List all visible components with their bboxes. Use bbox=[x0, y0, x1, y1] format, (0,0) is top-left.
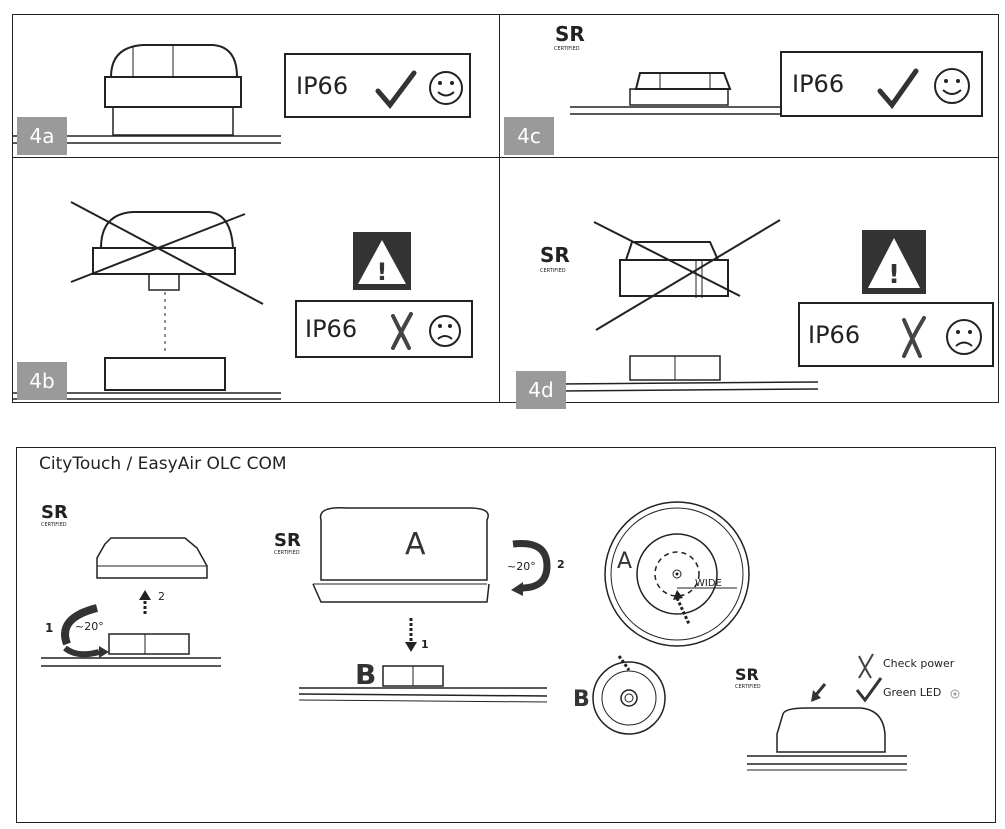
svg-text:A: A bbox=[405, 527, 426, 562]
panel-tag: 4c bbox=[504, 117, 554, 155]
led-icon bbox=[950, 689, 960, 699]
svg-text:1: 1 bbox=[45, 621, 53, 635]
panel-tag: 4a bbox=[17, 117, 67, 155]
panel-4a: 4a IP66 bbox=[12, 14, 500, 158]
ip-rating-box: IP66 bbox=[295, 300, 473, 358]
frown-icon bbox=[946, 319, 982, 355]
check-icon bbox=[375, 70, 417, 109]
x-icon bbox=[858, 653, 874, 679]
svg-text:SR: SR bbox=[735, 665, 759, 684]
smiley-icon bbox=[429, 71, 463, 105]
svg-text:CERTIFIED: CERTIFIED bbox=[274, 550, 300, 556]
svg-text:CERTIFIED: CERTIFIED bbox=[540, 268, 566, 274]
sr-logo-icon: SR CERTIFIED bbox=[540, 243, 570, 274]
panel-4d: SR CERTIFIED 4d ! IP66 bbox=[499, 157, 999, 409]
svg-text:2: 2 bbox=[557, 558, 565, 571]
svg-text:SR: SR bbox=[41, 502, 68, 523]
svg-text:CERTIFIED: CERTIFIED bbox=[41, 522, 67, 528]
smiley-icon bbox=[934, 68, 970, 104]
ip-rating-text: IP66 bbox=[296, 71, 349, 100]
svg-text:WIDE: WIDE bbox=[695, 578, 722, 589]
svg-text:~20°: ~20° bbox=[75, 620, 104, 633]
svg-text:A: A bbox=[617, 549, 632, 574]
svg-text:CERTIFIED: CERTIFIED bbox=[735, 684, 761, 690]
panel-tag: 4b bbox=[17, 362, 67, 400]
svg-text:SR: SR bbox=[555, 22, 585, 46]
svg-text:B: B bbox=[573, 687, 590, 712]
installation-panel: CityTouch / EasyAir OLC COM SR CERTIFIED… bbox=[16, 447, 996, 823]
svg-text:2: 2 bbox=[158, 590, 165, 603]
svg-text:~20°: ~20° bbox=[507, 560, 536, 573]
panel-4c: SR CERTIFIED 4c IP66 bbox=[499, 14, 999, 158]
panel-title: CityTouch / EasyAir OLC COM bbox=[39, 454, 287, 474]
sr-logo-icon: SR CERTIFIED bbox=[41, 502, 68, 528]
check-power-label: Check power bbox=[883, 657, 955, 670]
device-mounted-illustration: SR CERTIFIED bbox=[554, 22, 780, 115]
alignment-diagram: WIDE A B bbox=[573, 501, 750, 735]
check-icon bbox=[855, 677, 883, 703]
ip-rating-box: IP66 bbox=[780, 51, 983, 117]
x-icon bbox=[902, 316, 926, 358]
sr-logo-icon: SR CERTIFIED bbox=[274, 530, 301, 556]
svg-text:SR: SR bbox=[274, 530, 301, 551]
green-led-label: Green LED bbox=[883, 686, 942, 699]
sr-logo-icon: SR CERTIFIED bbox=[735, 665, 761, 690]
device-misaligned-illustration bbox=[13, 201, 281, 400]
ip-rating-box: IP66 bbox=[798, 302, 994, 367]
panel-tag: 4d bbox=[516, 371, 566, 409]
ip-rating-text: IP66 bbox=[808, 320, 861, 349]
status-illustration: SR CERTIFIED bbox=[735, 653, 960, 771]
svg-text:CERTIFIED: CERTIFIED bbox=[554, 46, 580, 52]
warning-icon: ! bbox=[862, 230, 926, 294]
x-icon bbox=[391, 312, 413, 350]
step-center-illustration: SR CERTIFIED A ~20° 2 1 B bbox=[274, 507, 565, 703]
ip-rating-text: IP66 bbox=[792, 70, 845, 98]
ip-rating-text: IP66 bbox=[305, 315, 358, 343]
check-icon bbox=[877, 68, 919, 110]
svg-text:1: 1 bbox=[421, 638, 429, 651]
sr-logo-icon: SR CERTIFIED bbox=[554, 22, 585, 52]
svg-text:B: B bbox=[355, 658, 376, 691]
device-misaligned-illustration: SR CERTIFIED bbox=[540, 219, 819, 392]
svg-text:SR: SR bbox=[540, 243, 570, 267]
step-left-illustration: SR CERTIFIED 2 1 ~20° bbox=[41, 502, 221, 667]
svg-text:!: ! bbox=[888, 260, 900, 290]
warning-icon: ! bbox=[353, 232, 411, 290]
panel-4b: 4b ! IP66 bbox=[12, 157, 500, 403]
ip-rating-box: IP66 bbox=[284, 53, 471, 118]
svg-text:!: ! bbox=[377, 258, 388, 286]
frown-icon bbox=[429, 315, 461, 347]
top-diagram-grid: 4a IP66 SR CERTIFIED 4c bbox=[12, 14, 999, 409]
